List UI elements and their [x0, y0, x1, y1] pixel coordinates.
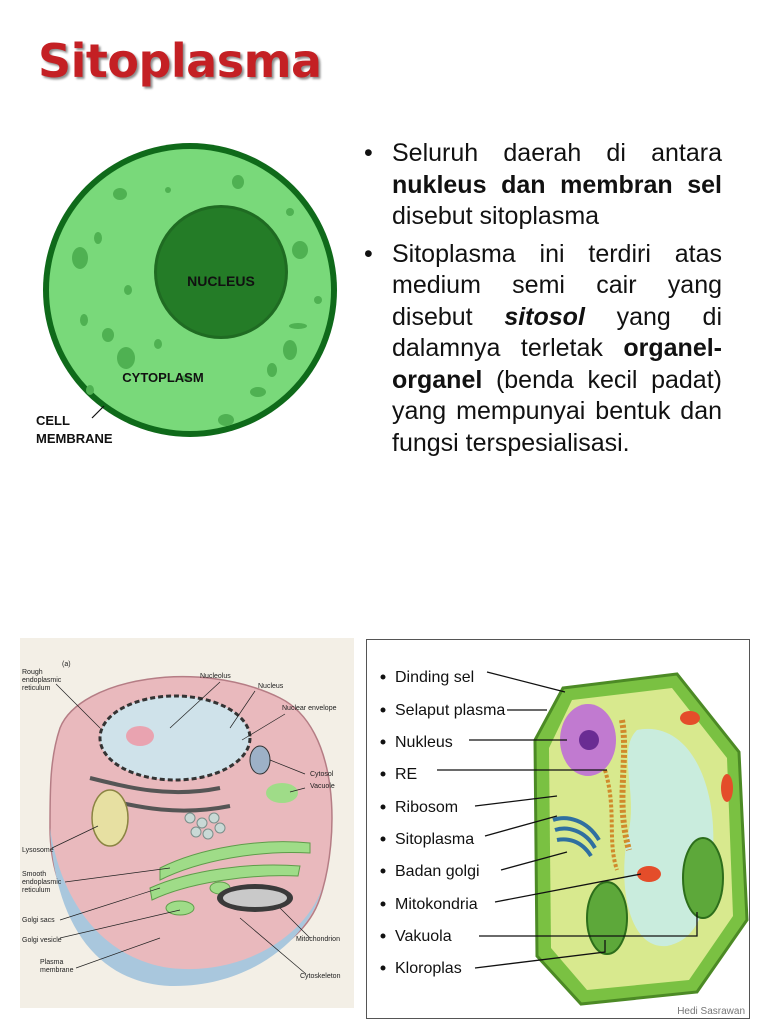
nuclear-envelope-label: Nuclear envelope [282, 705, 337, 712]
bullet-bold-italic-text: sitosol [504, 302, 585, 331]
plant-cell-diagram: Dinding sel Selaput plasma Nukleus RE Ri… [366, 639, 750, 1019]
nucleolus-shape [579, 730, 599, 750]
rough-er-label-2: endoplasmic [22, 677, 62, 684]
nucleolus-label: Nucleolus [200, 673, 231, 680]
bullet-list: Seluruh daerah di antara nukleus dan mem… [362, 138, 722, 465]
bullet-text: (benda kecil padat) yang mempunyai bentu… [392, 365, 722, 457]
nucleus-label: Nucleus [258, 683, 284, 690]
bullet-bold-text: nukleus dan membran sel [392, 170, 722, 199]
smooth-er-label-2: endoplasmic [22, 879, 62, 886]
golgi-vesicle-label: Golgi vesicle [22, 937, 62, 944]
bullet-item: Seluruh daerah di antara nukleus dan mem… [362, 138, 722, 233]
er-shape-2 [603, 769, 619, 871]
membrane-pointer [91, 405, 105, 419]
bullet-text: Sitoplasma ini terdiri atas medium semi … [392, 239, 722, 331]
mitochondrion-shape-3 [721, 774, 733, 802]
smooth-er-label-1: Smooth [22, 871, 46, 878]
plasma-membrane-label-1: Plasma [40, 959, 63, 966]
label-pointers [51, 681, 311, 975]
vacuole-small-shape [249, 745, 271, 775]
plasma-membrane-label-2: membrane [40, 967, 74, 974]
smooth-er-label-3: reticulum [22, 887, 51, 894]
plant-label-8: Mitokondria [395, 896, 478, 913]
vacuole-shape [266, 783, 298, 803]
vesicles-shape [184, 812, 226, 840]
nucleus-inner [157, 208, 285, 336]
plant-label-5: Ribosom [395, 799, 458, 816]
bullet-text: Seluruh daerah di antara [392, 139, 722, 167]
animal-cell-illustration: (a) Rough endoplasmic reticulum Nucleolu… [20, 638, 354, 1008]
mitochondrion-shape [637, 866, 661, 882]
bullet-item: Sitoplasma ini terdiri atas medium semi … [362, 239, 722, 460]
cytoskeleton-label: Cytoskeleton [300, 973, 341, 980]
mitochondrion-label: Mitochondrion [296, 936, 340, 943]
nucleus-label: NUCLEUS [187, 273, 255, 289]
rough-er-label-1: Rough [22, 669, 43, 676]
plant-label-4: RE [395, 766, 417, 783]
bullet-bold-text: organel-organel [392, 334, 722, 394]
plant-label-2: Selaput plasma [395, 702, 505, 719]
plant-label-9: Vakuola [395, 928, 452, 945]
cell-diagram: NUCLEUS CYTOPLASM CELL MEMBRANE [36, 143, 337, 446]
lysosome-shape [91, 789, 129, 847]
bullet-text: disebut sitoplasma [392, 202, 600, 230]
mitochondrion-shape-2 [680, 711, 700, 725]
rough-er-label-3: reticulum [22, 685, 51, 692]
plant-labels: Dinding sel Selaput plasma Nukleus RE Ri… [380, 669, 505, 977]
nucleus-shape [98, 694, 252, 782]
cytoplasm-granules [72, 175, 322, 426]
golgi-sacs-label: Golgi sacs [22, 917, 55, 924]
golgi-shape [552, 816, 601, 858]
cytosol-label: Cytosol [310, 771, 334, 778]
plant-label-7: Badan golgi [395, 863, 480, 880]
lysosome-label: Lysosome [22, 847, 54, 854]
bullet-text: yang di dalamnya terletak [392, 302, 722, 363]
panel-label: (a) [62, 661, 71, 668]
plant-label-1: Dinding sel [395, 669, 474, 686]
page-title: Sitoplasma [38, 34, 322, 88]
vacuole-label: Vacuole [310, 783, 335, 790]
er-shape [619, 719, 632, 851]
plant-label-3: Nukleus [395, 734, 453, 751]
mitochondrion-inner [223, 889, 287, 907]
cytoplasm-label: CYTOPLASM [122, 370, 203, 385]
membrane-label-line1: CELL [36, 413, 70, 428]
plant-label-10: Kloroplas [395, 960, 462, 977]
membrane-label-line2: MEMBRANE [36, 431, 113, 446]
credit-watermark: Hedi Sasrawan [677, 1006, 745, 1017]
nucleolus-shape [126, 726, 154, 746]
plant-label-6: Sitoplasma [395, 831, 474, 848]
plant-label-pointers [437, 671, 698, 969]
